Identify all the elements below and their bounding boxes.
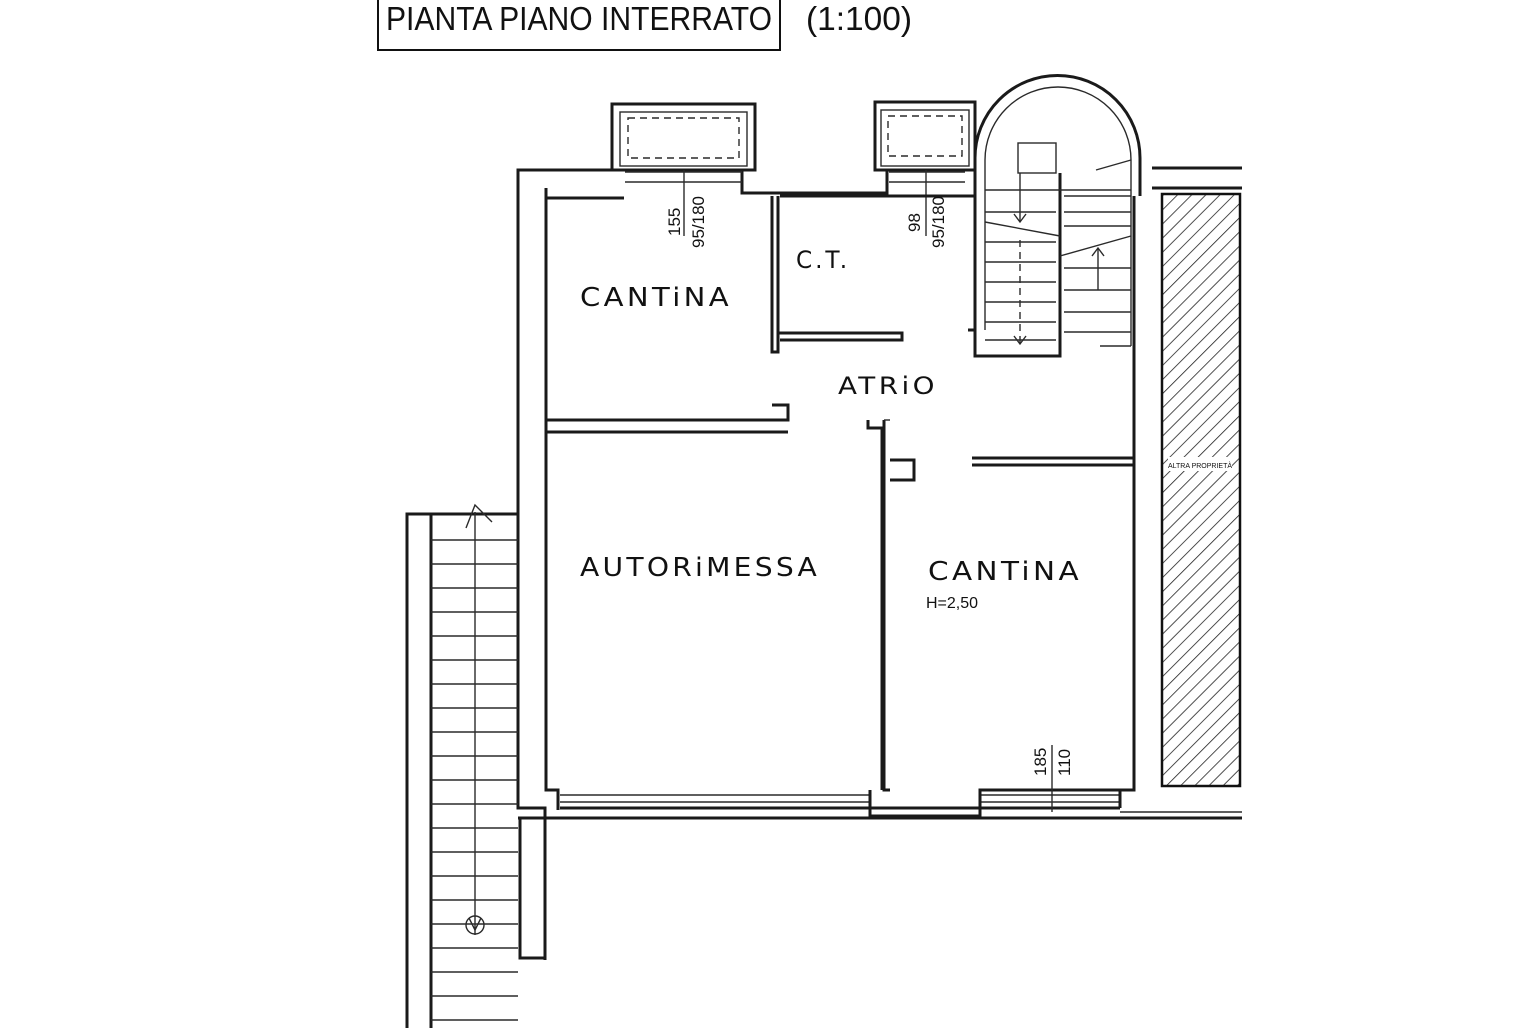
- title-scale: (1:100): [806, 0, 912, 37]
- room-label-cantina-bottom: CANTiNA: [928, 557, 1082, 587]
- room-label-atrio: ATRiO: [838, 372, 938, 400]
- dim-left-height: 155: [665, 208, 684, 236]
- room-label-autorimessa: AUTORiMESSA: [580, 553, 820, 583]
- title-box: [377, 0, 781, 51]
- curved-staircase: [968, 74, 1142, 358]
- dim-bottom-sill: 110: [1055, 749, 1074, 776]
- dim-right-sill: 95/180: [929, 196, 948, 248]
- window-dimensions: 155 95/180 98 95/180 185 110: [665, 196, 1074, 812]
- dim-bottom-height: 185: [1031, 748, 1050, 776]
- external-stair: [405, 503, 545, 1028]
- hatch-label: ALTRA PROPRIETÀ: [1168, 461, 1232, 470]
- dim-left-sill: 95/180: [689, 196, 708, 248]
- title-text: PIANTA PIANO INTERRATO: [386, 0, 772, 37]
- room-label-cantina-top: CANTiNA: [580, 283, 732, 313]
- room-labels: CANTiNA C.T. ATRiO AUTORiMESSA CANTiNA H…: [580, 246, 1082, 612]
- interior-walls: [546, 170, 1134, 792]
- dim-right-height: 98: [905, 213, 924, 232]
- room-label-ct: C.T.: [796, 246, 850, 274]
- plan-title: PIANTA PIANO INTERRATO (1:100): [377, 0, 912, 51]
- window-well-left: [610, 102, 757, 236]
- adjacent-property-hatch: ALTRA PROPRIETÀ: [1160, 192, 1242, 788]
- room-height-label: H=2,50: [926, 595, 978, 612]
- window-well-right: [873, 100, 977, 236]
